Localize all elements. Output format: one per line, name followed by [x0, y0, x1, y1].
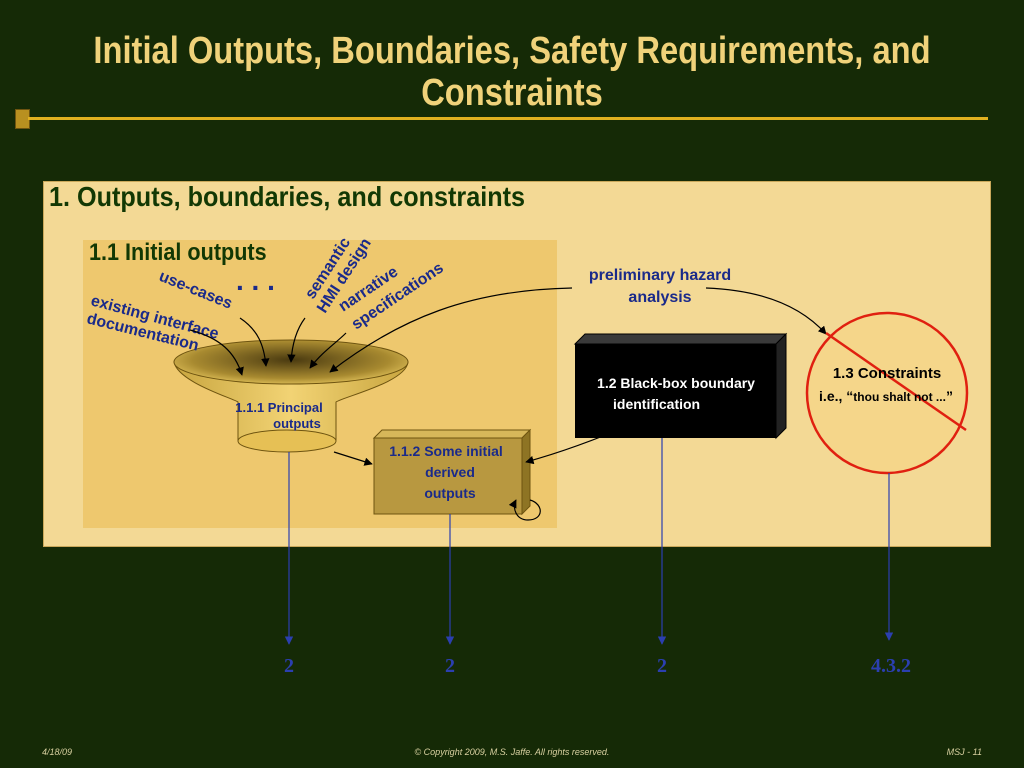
derived-label-line-2: derived	[425, 464, 475, 480]
constraints-prefix: i.e., “	[819, 388, 853, 404]
use-cases-arrow	[239, 317, 270, 367]
slide-title: Initial Outputs, Boundaries, Safety Requ…	[72, 30, 953, 114]
constraints-label-line-1: 1.3 Constraints	[833, 365, 941, 382]
constraints-strike-line	[825, 331, 967, 432]
blackbox-boundary-box: 1.2 Black-box boundary identification	[573, 332, 788, 440]
derived-label-line-3: outputs	[424, 485, 476, 501]
constraints-circle: 1.3 Constraints i.e., “thou shalt not ..…	[805, 311, 969, 475]
derived-label-line-1: 1.1.2 Some initial	[389, 443, 503, 459]
derived-outputs-box: 1.1.2 Some initial derived outputs	[372, 428, 532, 516]
footer-copyright: © Copyright 2009, M.S. Jaffe. All rights…	[414, 747, 610, 757]
footer-date: 4/18/09	[42, 747, 73, 757]
blackbox-label-line-1: 1.2 Black-box boundary	[597, 375, 755, 391]
use-cases-label: use-cases	[157, 268, 235, 313]
narrative-arrow	[309, 332, 347, 369]
funnel-to-derived-arrow	[333, 451, 373, 466]
principal-ref[interactable]: 2	[284, 655, 294, 677]
footer-page-number: MSJ - 11	[946, 747, 982, 757]
constraints-suffix: ”	[946, 388, 953, 404]
funnel-label-line-1: 1.1.1 Principal	[235, 400, 322, 415]
slide-title-line-2: Constraints	[421, 72, 603, 114]
funnel-label-line-2: outputs	[273, 416, 321, 431]
hazard-label-line-1: preliminary hazard	[589, 267, 731, 284]
semantic-arrow	[287, 317, 306, 363]
derived-ref[interactable]: 2	[445, 655, 455, 677]
existing-interface-arrow	[189, 329, 244, 376]
blackbox-label-line-2: identification	[613, 396, 700, 412]
constraints-ref[interactable]: 4.3.2	[871, 655, 911, 677]
title-rule	[28, 117, 988, 120]
initial-outputs-title: 1.1 Initial outputs	[89, 239, 267, 266]
hazard-to-constraints-arrow	[705, 287, 827, 335]
blackbox-ref[interactable]: 2	[657, 655, 667, 677]
constraints-quote: thou shalt not ...	[853, 390, 946, 404]
slide-title-line-1: Initial Outputs, Boundaries, Safety Requ…	[93, 30, 931, 72]
hazard-to-funnel-arrow	[329, 287, 573, 373]
ellipsis-label: . . .	[236, 265, 275, 296]
hazard-label-line-2: analysis	[628, 289, 691, 306]
outputs-panel-title: 1. Outputs, boundaries, and constraints	[49, 181, 526, 212]
derived-self-loop-arrow	[508, 499, 541, 521]
constraints-label-line-2: i.e., “thou shalt not ...”	[819, 388, 953, 404]
